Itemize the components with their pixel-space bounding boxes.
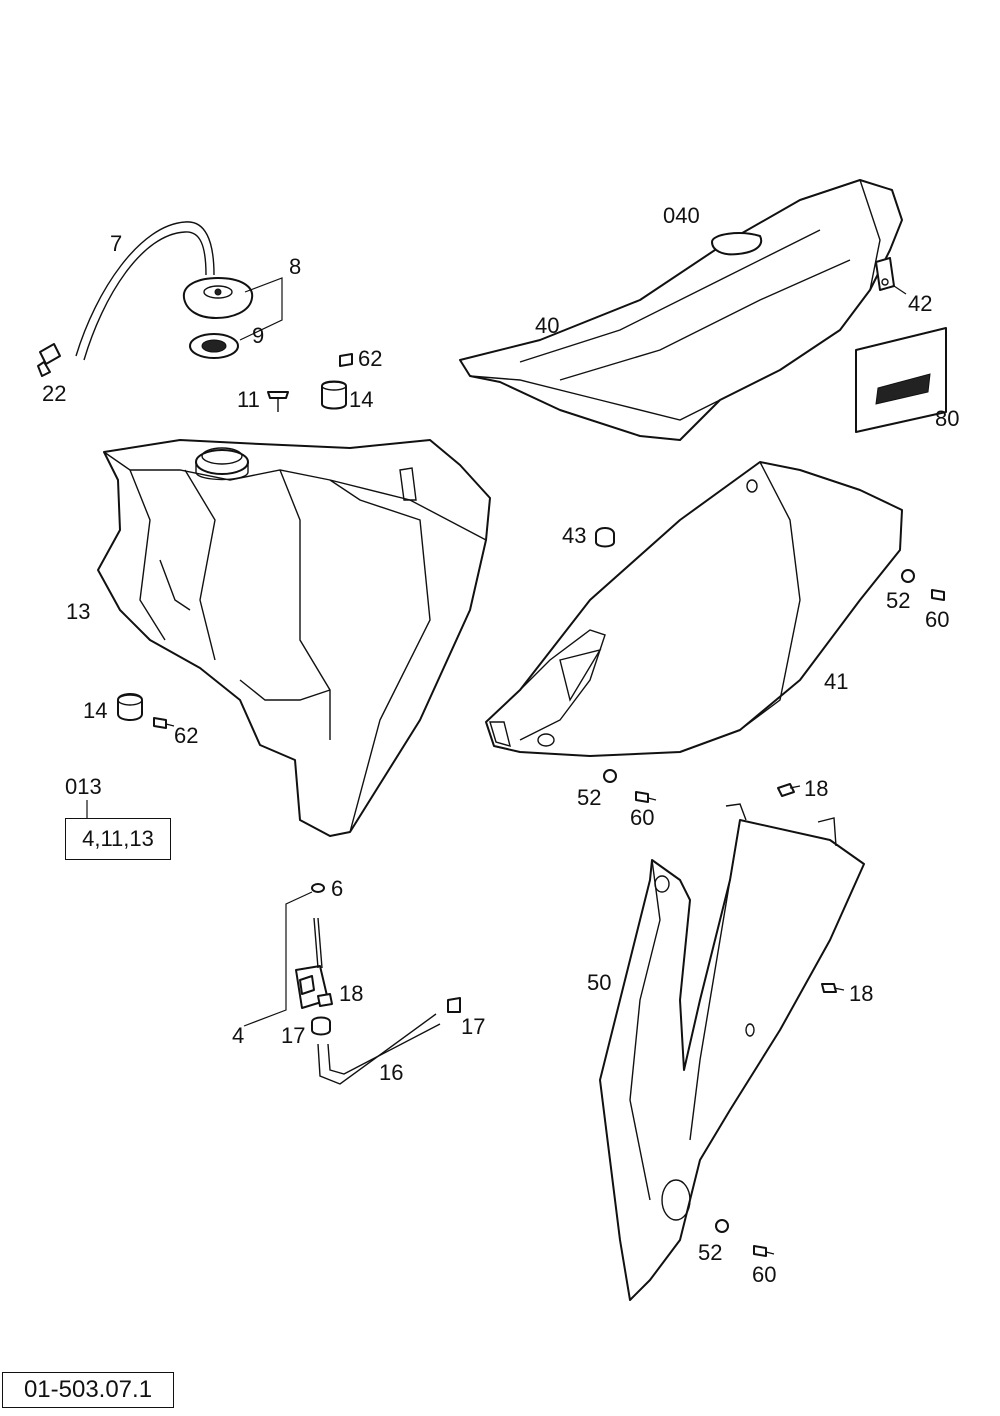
callout-18-right: 18: [849, 981, 874, 1006]
rubber-bush-14b: [117, 693, 143, 721]
washer-52a: [901, 569, 915, 583]
kit-contents: 4,11,13: [82, 826, 154, 851]
callout-60-mid: 60: [630, 805, 655, 830]
callout-50: 50: [587, 970, 612, 995]
callout-17-left: 17: [281, 1023, 306, 1048]
grommet-43: [595, 527, 615, 548]
callout-52-bottom: 52: [698, 1240, 723, 1265]
screw-18c: [821, 983, 837, 993]
callout-14-left: 14: [83, 698, 108, 723]
callout-18-tap: 18: [339, 981, 364, 1006]
callout-17-right: 17: [461, 1014, 486, 1039]
kit-contents-box: 4,11,13: [65, 818, 171, 860]
callout-62-top: 62: [358, 346, 383, 371]
side-cover: [485, 461, 903, 757]
callout-040: 040: [663, 203, 700, 228]
callout-9: 9: [252, 323, 265, 348]
kit-number: 013: [65, 774, 102, 799]
callout-8: 8: [289, 254, 302, 279]
drawing-number: 01-503.07.1: [23, 1376, 153, 1403]
washer-52c: [715, 1219, 729, 1233]
logo-sticker: [855, 327, 947, 433]
callout-43: 43: [562, 523, 587, 548]
callout-52-mid: 52: [577, 785, 602, 810]
callout-7: 7: [110, 231, 123, 256]
drawing-number-box: 01-503.07.1: [2, 1372, 174, 1408]
screw-62: [339, 353, 353, 367]
airbox-cover: [599, 819, 865, 1301]
callout-11: 11: [237, 387, 260, 412]
seat-cover-040: [711, 232, 763, 256]
hose-clamp-17b: [447, 997, 461, 1013]
fuel-tank: [97, 439, 491, 837]
rubber-bush-14: [321, 380, 347, 410]
callout-13: 13: [66, 599, 91, 624]
screw-62b: [153, 717, 167, 729]
screw-18a: [777, 783, 795, 797]
callout-60-right: 60: [925, 607, 950, 632]
screw-60c: [753, 1245, 767, 1257]
callout-42: 42: [908, 291, 933, 316]
vent-hose: [75, 221, 215, 357]
callout-16: 16: [379, 1060, 404, 1085]
callout-22: 22: [42, 381, 67, 406]
callout-4: 4: [232, 1023, 245, 1048]
o-ring-6: [311, 883, 325, 893]
callout-62-left: 62: [174, 723, 199, 748]
screw-60a: [931, 589, 945, 601]
callout-52-right: 52: [886, 588, 911, 613]
callout-80: 80: [935, 406, 960, 431]
screw-11: [267, 391, 289, 399]
callout-40: 40: [535, 313, 560, 338]
fuel-hose: [317, 1013, 437, 1085]
hose-fitting: [39, 343, 61, 365]
callout-14-top: 14: [349, 387, 374, 412]
callout-18-top: 18: [804, 776, 829, 801]
callout-6: 6: [331, 876, 344, 901]
washer-52b: [603, 769, 617, 783]
screw-18b: [317, 993, 333, 1007]
callout-41: 41: [824, 669, 849, 694]
hose-clamp-17a: [311, 1016, 331, 1036]
screw-60b: [635, 791, 649, 803]
callout-60-bottom: 60: [752, 1262, 777, 1287]
